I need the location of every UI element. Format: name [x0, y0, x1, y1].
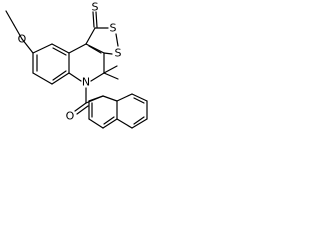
bond-naph-a-double-2 — [103, 116, 115, 125]
bond-c1-thione-b — [95, 11, 98, 28]
bond-benzo-double-3 — [52, 70, 67, 81]
bond-naph-a3 — [102, 118, 118, 129]
bond-ethyl-ch2-o — [13, 24, 23, 40]
bond-c4-c3a-double — [88, 45, 102, 54]
atom-amide-nitrogen: N — [82, 76, 90, 89]
bond-naph-b-double-2 — [133, 116, 145, 125]
bond-o-aryl — [21, 38, 34, 54]
atom-ether-oxygen: O — [18, 33, 27, 46]
bond-carbonyl-o-b — [76, 105, 89, 115]
bond-ethyl-ch3-ch2 — [5, 10, 15, 26]
bond-naph-b2 — [131, 93, 148, 102]
bond-benzo-2 — [51, 43, 70, 54]
bond-c4-c1 — [85, 27, 96, 45]
bond-c2-methyl-2 — [103, 72, 119, 80]
bond-naph-a4 — [88, 118, 104, 129]
bond-s-lower-c3 — [103, 52, 113, 55]
bond-naph-b5 — [116, 118, 133, 129]
bond-benzo-double-2 — [52, 47, 67, 56]
bond-c2-n — [90, 72, 105, 82]
bond-s-upper-s-lower — [115, 33, 119, 47]
bonds — [5, 10, 148, 129]
bond-benzo-4 — [51, 72, 70, 85]
atom-ring-sulfur-lower: S — [115, 47, 122, 60]
bond-naph-a1 — [102, 95, 118, 102]
atom-carbonyl-oxygen: O — [66, 110, 75, 123]
chemical-structure-diagram: S S S O O N — [0, 0, 162, 147]
bond-naph-b-double-1 — [133, 97, 145, 104]
bond-benzo-1 — [32, 43, 53, 54]
atom-labels: S S S O O N — [18, 1, 122, 123]
atom-thione-sulfur: S — [92, 1, 99, 14]
atom-ring-sulfur-upper: S — [110, 22, 117, 35]
bond-carbonyl-o-a — [74, 102, 87, 112]
bond-c4-c3 — [85, 43, 105, 54]
bond-n-c8a — [68, 72, 82, 82]
bond-c2-methyl-1 — [103, 65, 118, 74]
structure-svg: S S S O O N — [5, 1, 148, 129]
bond-c4a-c4 — [68, 43, 87, 54]
bond-naph-b4 — [131, 118, 148, 129]
bond-naph-b1 — [116, 93, 133, 102]
bond-benzo-5 — [32, 72, 53, 85]
bond-naph-a6 — [88, 95, 104, 102]
bond-c1-thione-a — [92, 11, 95, 28]
